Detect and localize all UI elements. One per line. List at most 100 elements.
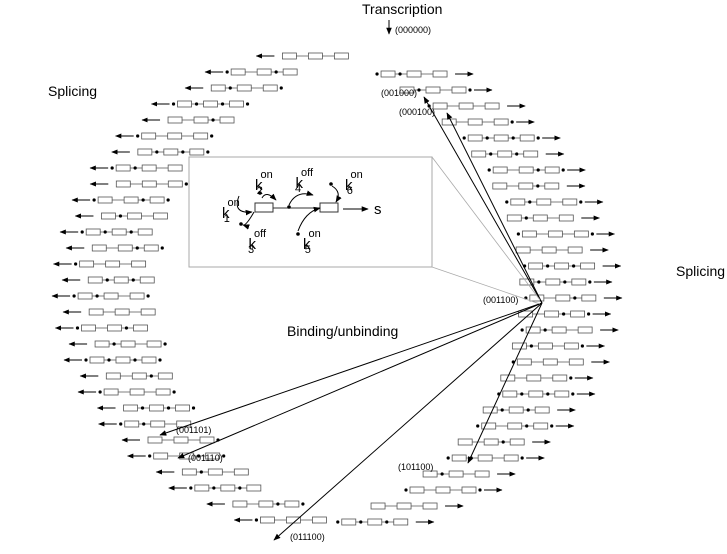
exon-box: [97, 196, 113, 204]
exon-box: [474, 470, 490, 478]
bound-factor-dot: [546, 264, 550, 268]
gene-state-glyph: [98, 420, 192, 428]
bound-factor-dot: [440, 472, 444, 476]
bound-factor-dot: [112, 342, 116, 346]
exon-box: [141, 180, 157, 188]
bound-factor-dot: [587, 312, 591, 316]
right-splicing-column: [336, 70, 623, 526]
gene-state-glyph: [206, 500, 305, 508]
gene-state-glyph: [422, 470, 516, 478]
bound-factor-dot: [569, 376, 573, 380]
exon-box: [149, 196, 165, 204]
bound-factor-dot: [505, 200, 509, 204]
bound-factor-dot: [107, 358, 111, 362]
exon-box: [141, 164, 157, 172]
exon-box: [581, 294, 597, 302]
exon-box: [451, 86, 467, 94]
exon-box: [199, 436, 215, 444]
exon-box: [422, 470, 438, 478]
exon-box: [551, 326, 567, 334]
bound-factor-dot: [158, 358, 162, 362]
exon-box: [484, 102, 500, 110]
bound-factor-dot: [301, 502, 305, 506]
exon-box: [124, 420, 140, 428]
exon-box: [508, 406, 524, 414]
bound-factor-dot: [72, 294, 76, 298]
bound-factor-dot: [149, 374, 153, 378]
bound-factor-dot: [487, 168, 491, 172]
exon-box: [143, 244, 159, 252]
state-101100-label: (101100): [398, 462, 433, 472]
exon-box: [175, 404, 190, 412]
state-001101-label: (001101): [176, 425, 211, 435]
bound-factor-dot: [225, 70, 229, 74]
exon-box: [77, 292, 93, 300]
exon-box: [511, 342, 527, 350]
bound-factor-dot: [550, 424, 554, 428]
exon-box: [544, 310, 560, 318]
exon-box: [518, 182, 534, 190]
exon-box: [140, 308, 156, 316]
exon-box: [467, 118, 483, 126]
gene-state-glyph: [497, 390, 596, 398]
exon-box: [281, 52, 297, 60]
bound-factor-dot: [417, 88, 421, 92]
bound-factor-dot: [274, 70, 278, 74]
exon-box: [482, 406, 498, 414]
exon-box: [451, 454, 467, 462]
exon-box: [167, 132, 183, 140]
exon-box: [554, 262, 570, 270]
exon-box: [509, 438, 525, 446]
gene-state-glyph: [115, 132, 214, 140]
exon-box: [149, 404, 164, 412]
gene-state-glyph: [204, 68, 298, 76]
exon-box: [393, 518, 409, 526]
exon-box: [537, 342, 553, 350]
exon-box: [81, 324, 96, 332]
gene-state-glyph: [52, 260, 147, 268]
exon-box: [510, 198, 526, 206]
bound-factor-dot: [189, 486, 193, 490]
bound-factor-dot: [573, 296, 577, 300]
exon-box: [341, 518, 357, 526]
arrow-to-101100: [467, 302, 543, 464]
bound-factor-dot: [110, 166, 114, 170]
gene-state-glyph: [63, 356, 162, 364]
exon-box: [246, 484, 262, 492]
bound-factor-dot: [172, 390, 176, 394]
bound-factor-dot: [166, 406, 171, 410]
gene-state-glyph: [71, 196, 170, 204]
gene-state-glyph: [520, 326, 619, 334]
exon-box: [163, 148, 179, 156]
gene-state-glyph: [168, 484, 262, 492]
bound-factor-dot: [166, 198, 170, 202]
bound-factor-dot: [404, 488, 408, 492]
exon-box: [177, 100, 192, 108]
bound-factor-dot: [124, 326, 129, 330]
exon-box: [155, 388, 171, 396]
exon-box: [173, 436, 189, 444]
bound-factor-dot: [520, 392, 524, 396]
exon-box: [105, 372, 121, 380]
exon-box: [230, 68, 246, 76]
bound-factor-dot: [279, 86, 283, 90]
bound-factor-dot: [141, 198, 145, 202]
inset-curve-k5: [297, 206, 321, 232]
gene-state-glyph: [523, 262, 622, 270]
exon-box: [506, 214, 522, 222]
exon-box: [528, 262, 544, 270]
exon-box: [409, 486, 425, 494]
bound-factor-dot: [171, 102, 176, 106]
arrow-to-001000: [423, 96, 543, 304]
gene-state-glyph: [336, 518, 435, 526]
exon-box: [133, 324, 148, 332]
exon-box: [515, 246, 531, 254]
inset-dot-k6: [329, 182, 333, 186]
exon-box: [233, 468, 249, 476]
exon-box: [232, 500, 248, 508]
gene-state-glyph: [471, 150, 565, 158]
bound-factor-dot: [197, 454, 201, 458]
